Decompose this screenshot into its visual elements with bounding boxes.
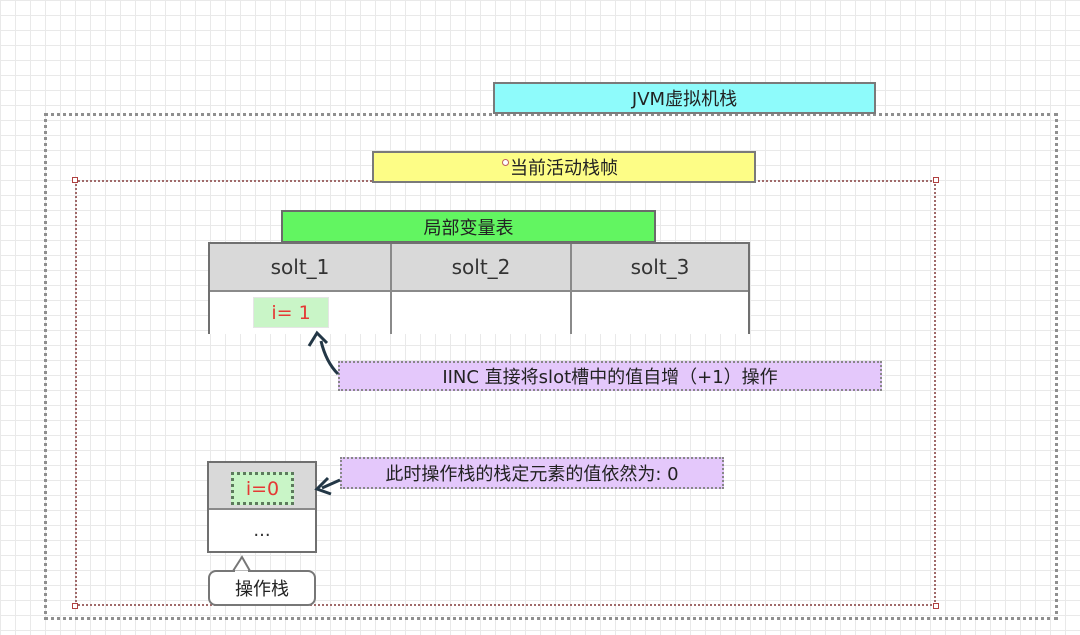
operand-stack-note[interactable]: 此时操作栈的栈定元素的值依然为: 0: [340, 457, 724, 489]
operand-stack-label[interactable]: 操作栈: [208, 570, 316, 606]
frame-handle-bl[interactable]: [72, 603, 78, 609]
slot-1-header: solt_1: [210, 244, 392, 292]
iinc-note[interactable]: IINC 直接将slot槽中的值自增（+1）操作: [338, 361, 882, 391]
iinc-arrow-head: [307, 330, 329, 347]
slot-2-cell: [392, 292, 572, 334]
frame-handle-tl[interactable]: [72, 177, 78, 183]
operand-stack-top-value[interactable]: i=0: [231, 472, 294, 505]
connection-point[interactable]: [502, 159, 509, 166]
jvm-stack-frame: [44, 113, 1058, 620]
operand-stack-rest: ...: [253, 520, 271, 541]
slot-1-value[interactable]: i= 1: [253, 297, 329, 328]
stack-arrow-head: [314, 476, 332, 496]
iinc-arrow: [319, 340, 340, 376]
current-frame-title[interactable]: 当前活动栈帧: [372, 151, 756, 183]
frame-handle-tr[interactable]: [933, 177, 939, 183]
callout-tail: [232, 555, 251, 572]
slot-3-header: solt_3: [572, 244, 748, 292]
slot-2-header: solt_2: [392, 244, 572, 292]
jvm-stack-title[interactable]: JVM虚拟机栈: [493, 82, 876, 114]
local-variable-table[interactable]: solt_1 solt_2 solt_3: [208, 242, 750, 334]
stack-arrow: [321, 478, 341, 490]
frame-handle-br[interactable]: [933, 603, 939, 609]
slot-3-cell: [572, 292, 748, 334]
